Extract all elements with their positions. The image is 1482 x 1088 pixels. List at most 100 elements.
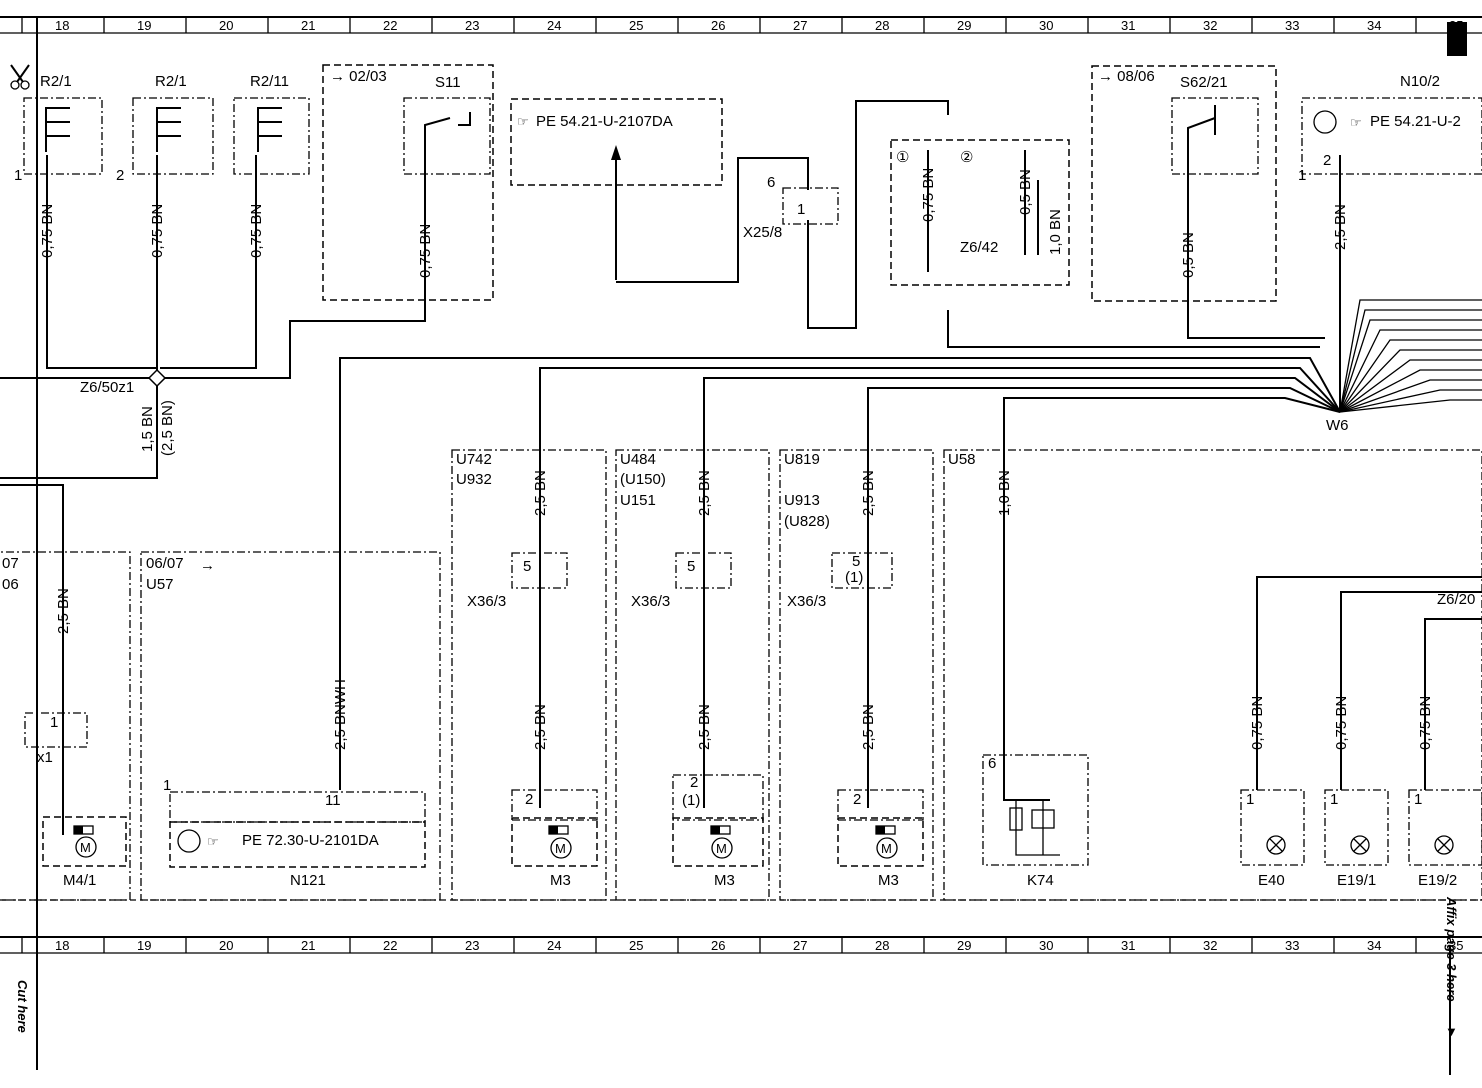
svg-text:2,5 BN: 2,5 BN <box>532 470 549 516</box>
grid-column-number: 28 <box>875 938 889 953</box>
svg-text:1: 1 <box>1414 791 1422 808</box>
svg-text:x1: x1 <box>37 749 53 766</box>
svg-text:M3: M3 <box>878 872 899 889</box>
variant-u484: U484 (U150) U151 <box>615 449 770 901</box>
svg-text:1: 1 <box>14 167 22 184</box>
wire-labels: 0,75 BN 0,75 BN 0,75 BN 0,75 BN 0,75 BN … <box>39 168 1434 750</box>
page-marker <box>1447 22 1467 56</box>
svg-text:E19/1: E19/1 <box>1337 872 1376 889</box>
svg-text:2,5 BN: 2,5 BN <box>860 704 877 750</box>
variant-u742: U742 U932 <box>451 449 607 901</box>
svg-text:0,75 BN: 0,75 BN <box>1249 696 1266 750</box>
svg-text:(U150): (U150) <box>620 471 666 488</box>
svg-text:N10/2: N10/2 <box>1400 73 1440 90</box>
r2-11: R2/11 <box>233 73 310 175</box>
svg-text:0,5 BN: 0,5 BN <box>1180 232 1197 278</box>
svg-text:2,5 BN: 2,5 BN <box>532 704 549 750</box>
svg-text:6: 6 <box>988 755 996 772</box>
svg-text:2,5 BNWH: 2,5 BNWH <box>332 679 349 750</box>
svg-text:5: 5 <box>523 558 531 575</box>
svg-text:11: 11 <box>325 792 341 809</box>
svg-text:1: 1 <box>163 777 171 794</box>
svg-text:S62/21: S62/21 <box>1180 74 1228 91</box>
svg-text:2: 2 <box>1323 152 1331 169</box>
svg-text:2,5 BN: 2,5 BN <box>860 470 877 516</box>
svg-text:1,5 BN: 1,5 BN <box>139 406 156 452</box>
grid-column-number: 24 <box>547 938 561 953</box>
svg-text:0,75 BN: 0,75 BN <box>417 224 434 278</box>
svg-text:Z6/50z1: Z6/50z1 <box>80 379 134 396</box>
e19-2-lamp: 1 E19/2 <box>1408 789 1482 889</box>
svg-text:X25/8: X25/8 <box>743 224 782 241</box>
k74-relay: 6 K74 <box>982 754 1089 889</box>
svg-text:PE 72.30-U-2101DA: PE 72.30-U-2101DA <box>242 832 379 849</box>
svg-text:2: 2 <box>525 791 533 808</box>
svg-text:M: M <box>881 841 892 856</box>
m3-c: 2 M M3 <box>837 789 924 889</box>
grid-column-number: 25 <box>629 18 643 33</box>
svg-text:2: 2 <box>116 167 124 184</box>
motor-icon <box>711 837 733 859</box>
svg-text:→ 08/06: → 08/06 <box>1098 68 1155 85</box>
x36-3-c: 5 (1) X36/3 <box>787 552 893 610</box>
svg-text:X36/3: X36/3 <box>787 593 826 610</box>
svg-text:U819: U819 <box>784 451 820 468</box>
variant-left: 07 06 <box>0 551 131 901</box>
grid-column-number: 23 <box>465 18 479 33</box>
svg-text:(2,5 BN): (2,5 BN) <box>159 400 176 456</box>
scissors-icon <box>10 64 30 90</box>
motor-icon <box>550 837 572 859</box>
svg-text:06/07: 06/07 <box>146 555 184 572</box>
svg-text:S11: S11 <box>435 74 461 91</box>
hand-pointer-icon: ☞ <box>517 114 529 129</box>
m4-1-motor: M M4/1 <box>42 816 127 889</box>
svg-text:M: M <box>555 841 566 856</box>
svg-text:M3: M3 <box>550 872 571 889</box>
svg-text:E19/2: E19/2 <box>1418 872 1457 889</box>
grid-column-number: 18 <box>55 938 69 953</box>
svg-text:M4/1: M4/1 <box>63 872 96 889</box>
svg-text:1: 1 <box>1246 791 1254 808</box>
transistor-icon <box>1313 110 1337 134</box>
e19-1-lamp: 1 E19/1 <box>1324 789 1389 889</box>
svg-text:2,5 BN: 2,5 BN <box>696 470 713 516</box>
w6-harness: W6 <box>339 299 1482 790</box>
grid-column-number: 22 <box>383 18 397 33</box>
ground-wires-top: Z6/50z1 <box>0 155 426 700</box>
svg-text:(1): (1) <box>682 792 700 809</box>
svg-text:2: 2 <box>853 791 861 808</box>
svg-text:6: 6 <box>767 174 775 191</box>
grid-column-number: 27 <box>793 938 807 953</box>
grid-column-number: 19 <box>137 938 151 953</box>
svg-text:5: 5 <box>852 553 860 570</box>
grid-column-number: 30 <box>1039 938 1053 953</box>
grid-column-number: 32 <box>1203 18 1217 33</box>
n121: 1 11 ☞ PE 72.30-U-2101DA N121 <box>163 777 426 889</box>
z6-20-label: Z6/20 <box>1437 591 1475 608</box>
svg-text:U913: U913 <box>784 492 820 509</box>
m3-b: 2 (1) M M3 <box>672 774 764 889</box>
svg-text:06: 06 <box>2 576 19 593</box>
svg-text:M3: M3 <box>714 872 735 889</box>
grid-column-number: 29 <box>957 938 971 953</box>
grid-column-number: 33 <box>1285 18 1299 33</box>
grid-column-number: 33 <box>1285 938 1299 953</box>
svg-text:→ 02/03: → 02/03 <box>330 68 387 85</box>
grid-column-number: 18 <box>55 18 69 33</box>
svg-text:U932: U932 <box>456 471 492 488</box>
svg-text:2: 2 <box>690 774 698 791</box>
svg-text:X36/3: X36/3 <box>631 593 670 610</box>
s11-switch: → 02/03 S11 <box>322 64 494 301</box>
svg-text:1,0 BN: 1,0 BN <box>1047 209 1064 255</box>
hand-pointer-icon: ☞ <box>1350 115 1362 130</box>
svg-text:U58: U58 <box>948 451 976 468</box>
svg-text:(1): (1) <box>845 569 863 586</box>
e40-lamp: 1 E40 <box>1240 789 1305 889</box>
splice-icon <box>147 368 167 388</box>
svg-text:2,5 BN: 2,5 BN <box>55 588 72 634</box>
grid-column-number: 21 <box>301 938 315 953</box>
grid-column-number: 28 <box>875 18 889 33</box>
svg-text:K74: K74 <box>1027 872 1054 889</box>
svg-text:N121: N121 <box>290 872 326 889</box>
